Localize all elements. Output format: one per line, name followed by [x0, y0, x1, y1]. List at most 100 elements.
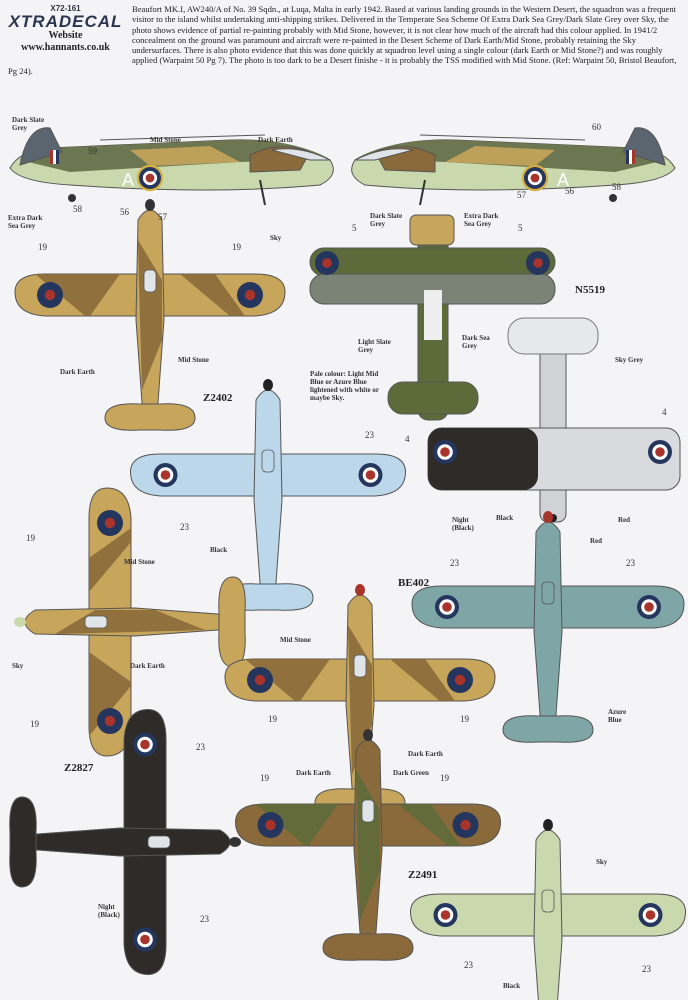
decal-number: 19: [30, 719, 39, 729]
spinner: [14, 617, 26, 627]
roundel-centre: [460, 819, 471, 831]
spinner: [543, 511, 553, 523]
camouflage-pattern: [35, 274, 245, 316]
label-pale-colour-note: Pale colour: Light Mid Blue or Azure Blu…: [310, 370, 379, 402]
label-mid-stone: Mid Stone: [178, 356, 209, 364]
label-light-slate-grey: Light Slate Grey: [358, 338, 391, 354]
roundel-centre: [645, 910, 656, 920]
label-black: Black: [210, 546, 228, 554]
intro-text-block: Beaufort MK.I, AW240/A of No. 39 Sqdn., …: [8, 4, 682, 76]
decal-number: 5: [352, 223, 357, 233]
label-mid-stone: Mid Stone: [150, 136, 181, 144]
label-sky: Sky: [596, 858, 608, 866]
brand-name: XTRADECAL: [8, 12, 123, 31]
canopy: [147, 835, 171, 849]
tailplane: [218, 576, 246, 668]
spinner: [363, 729, 373, 741]
roundel-centre: [104, 517, 116, 529]
decal-number: 23: [365, 430, 374, 440]
decal-number: 19: [260, 773, 269, 783]
decal-number: 57: [517, 190, 526, 200]
tail-fin: [622, 127, 666, 166]
label-mid-stone: Mid Stone: [124, 558, 155, 566]
decal-number: 19: [268, 714, 277, 724]
sheet-code: X72-161: [50, 4, 81, 13]
roundel-centre: [265, 819, 276, 831]
fin-flash-red: [632, 150, 635, 164]
tailplane: [502, 715, 594, 743]
aerial-wire: [419, 134, 586, 141]
roundel-centre: [145, 173, 155, 183]
canopy: [361, 799, 375, 823]
camouflage-pattern: [245, 659, 455, 701]
spinner: [229, 837, 241, 847]
hurricane-upper-camo: [14, 199, 286, 431]
roundel-centre: [244, 289, 256, 301]
undercarriage: [259, 179, 266, 206]
decal-number: 23: [200, 914, 209, 924]
label-mid-stone: Mid Stone: [280, 636, 311, 644]
serial-z2402: Z2402: [203, 392, 233, 404]
hurricane-dark-earth-green: [234, 729, 502, 961]
decal-number: 4: [405, 434, 410, 444]
serial-z2827: Z2827: [64, 762, 94, 774]
label-night-black: Night (Black): [98, 903, 120, 919]
label-extra-dark-sea-grey: Extra Dark Sea Grey: [8, 214, 43, 230]
label-extra-dark-sea-grey: Extra Dark Sea Grey: [464, 212, 499, 228]
engine-cowling: [409, 214, 455, 246]
fuselage: [533, 829, 563, 1000]
roundel-centre: [140, 934, 150, 945]
fin-flash: [50, 150, 58, 164]
decal-number: 23: [642, 964, 651, 974]
cockpit-glazing: [354, 148, 414, 161]
camouflage-pattern: [255, 804, 461, 846]
website-url[interactable]: www.hannants.co.uk: [21, 42, 110, 53]
hurricane-z2491-underside: [409, 819, 687, 1000]
tail-fin: [19, 127, 63, 166]
label-night-black: Night (Black): [452, 516, 474, 532]
decal-number: 59: [88, 146, 97, 156]
roundel-centre: [140, 739, 150, 750]
squadron-code-letter: A: [557, 170, 569, 190]
camouflage-pattern: [89, 528, 131, 736]
decal-number: 19: [26, 533, 35, 543]
tail-wheel: [609, 194, 617, 202]
canopy: [84, 615, 108, 629]
roundel-centre: [44, 289, 56, 301]
mid-stone-patch: [445, 146, 555, 166]
squadron-code-letter: A: [122, 170, 134, 190]
fin-flash-blue: [626, 150, 629, 164]
spinner: [145, 199, 155, 211]
spinner: [263, 379, 273, 391]
label-black: Black: [496, 514, 514, 522]
upper-wing: [309, 247, 556, 277]
cockpit: [424, 290, 442, 340]
night-black-port-wing: [428, 428, 538, 490]
canopy: [143, 269, 157, 293]
decal-number: 60: [592, 122, 601, 132]
label-dark-earth: Dark Earth: [408, 750, 443, 758]
label-dark-earth: Dark Earth: [60, 368, 95, 376]
decal-number: 19: [232, 242, 241, 252]
fuselage: [9, 827, 231, 857]
label-dark-green: Dark Green: [393, 769, 429, 777]
decal-number: 23: [180, 522, 189, 532]
fin-flash-red: [50, 150, 53, 164]
roundel-centre: [533, 258, 543, 268]
spinner: [355, 584, 365, 596]
label-red: Red: [618, 516, 631, 524]
label-red: Red: [590, 537, 603, 545]
decal-number: 57: [158, 212, 167, 222]
serial-n5519: N5519: [575, 284, 605, 296]
spinner: [543, 819, 553, 831]
fuselage: [533, 521, 563, 743]
decal-number: 23: [464, 960, 473, 970]
fin-flash-blue: [56, 150, 59, 164]
description-text: Beaufort MK.I, AW240/A of No. 39 Sqdn., …: [8, 4, 677, 76]
label-dark-earth: Dark Earth: [296, 769, 331, 777]
hurricane-z2827-night: [9, 708, 241, 976]
label-sky-grey: Sky Grey: [615, 356, 644, 364]
label-dark-earth: Dark Earth: [130, 662, 165, 670]
decal-number: 58: [612, 182, 621, 192]
